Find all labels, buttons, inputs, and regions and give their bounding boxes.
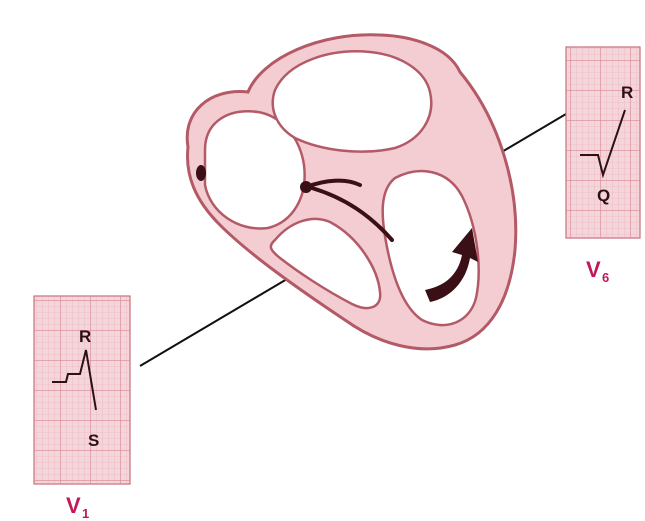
v1-r-label: R [79,327,91,346]
v1-lead-label: V [66,493,81,518]
heart [187,35,516,349]
lead-v1: R S V 1 [34,296,130,521]
v6-lead-subscript: 6 [602,270,609,285]
v6-lead-label: V [586,257,601,282]
v6-r-label: R [621,83,633,102]
v6-q-label: Q [597,186,610,205]
v1-s-label: S [88,431,99,450]
left-atrium [273,51,432,151]
lead-v6: R Q V 6 [566,47,640,285]
sa-node-icon [196,165,206,181]
v1-lead-subscript: 1 [82,506,89,521]
